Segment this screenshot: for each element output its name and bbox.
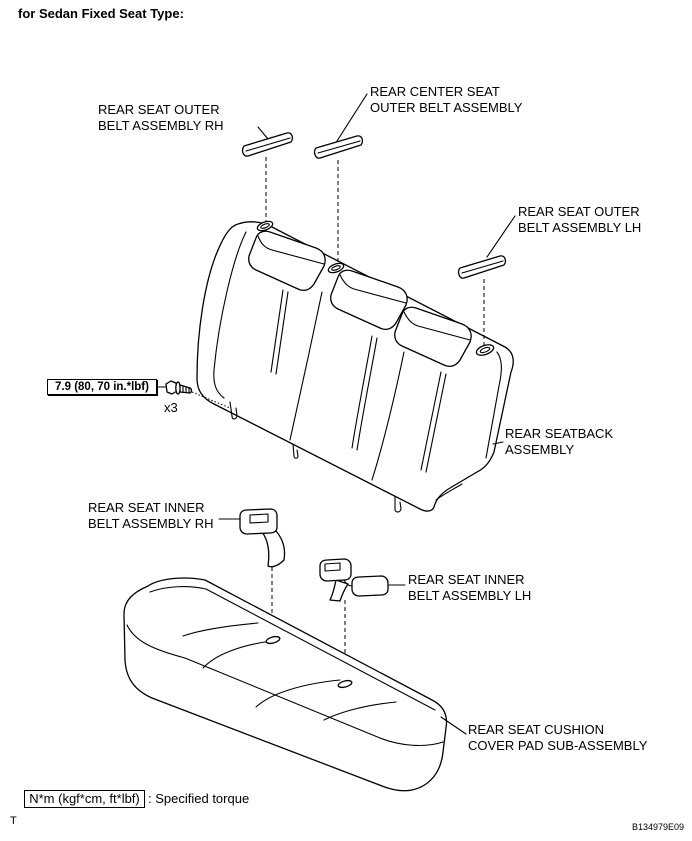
inner-belt-rh-buckle <box>239 508 278 535</box>
label-line: REAR SEAT CUSHION <box>468 722 605 737</box>
corner-mark: T <box>10 815 17 827</box>
headrest-right-top-edge <box>403 311 471 341</box>
bracket-hook <box>292 443 299 459</box>
cushion-back-lip <box>149 586 436 711</box>
seatback-belt-slots <box>256 220 495 356</box>
legend-description: : Specified torque <box>148 791 250 806</box>
figure-id: B134979E09 <box>632 822 685 832</box>
label-rear-seat-inner-belt-rh: REAR SEAT INNER BELT ASSEMBLY RH <box>88 500 213 532</box>
label-rear-seat-cushion-cover-pad: REAR SEAT CUSHION COVER PAD SUB-ASSEMBLY <box>468 722 647 754</box>
label-line: REAR SEATBACK <box>505 426 614 441</box>
bolt-thread <box>182 385 190 394</box>
cushion-pad-divider <box>202 640 273 669</box>
seatback-left-seam <box>275 291 289 375</box>
label-line: REAR SEAT OUTER <box>98 102 220 117</box>
inner-belt-lh-connector <box>343 579 353 587</box>
bracket-hook <box>394 496 402 513</box>
cushion-seam <box>182 622 259 637</box>
inner-belt-rh-buckle-slot <box>249 513 269 524</box>
headrest-left <box>248 230 326 291</box>
belt-strap-center-fold <box>317 140 361 154</box>
cushion-front-edge <box>126 624 444 746</box>
inner-belt-lh-buckle-b <box>351 575 389 597</box>
label-rear-seatback-assembly: REAR SEATBACK ASSEMBLY <box>505 426 613 458</box>
label-line: OUTER BELT ASSEMBLY <box>370 100 523 115</box>
label-line: REAR CENTER SEAT <box>370 84 500 99</box>
leader-seatback <box>492 441 504 445</box>
seatback-center-seam <box>351 335 373 449</box>
leader-outer-belt-rh <box>257 126 269 140</box>
label-rear-center-seat-outer-belt: REAR CENTER SEAT OUTER BELT ASSEMBLY <box>370 84 522 116</box>
seatback-panel-divider <box>289 291 323 441</box>
rear-seat-cushion <box>123 577 448 792</box>
belt-slot-rh-opening <box>260 223 270 229</box>
torque-spec-box: 7.9 (80, 70 in.*lbf) <box>47 379 157 395</box>
headrests <box>248 230 472 367</box>
seatback-left-edge <box>213 231 247 399</box>
headrest-right <box>394 306 472 367</box>
label-rear-seat-inner-belt-lh: REAR SEAT INNER BELT ASSEMBLY LH <box>408 572 531 604</box>
cushion-pad-divider <box>255 679 341 708</box>
label-line: REAR SEAT INNER <box>88 500 205 515</box>
rear-center-seat-outer-belt <box>313 135 364 159</box>
cushion-belt-slot-rh <box>265 635 281 645</box>
headrest-center <box>330 269 408 330</box>
headrest-center-top-edge <box>339 274 407 304</box>
seatback-foot <box>435 483 463 501</box>
rear-seatback-assembly <box>196 221 514 512</box>
seatback-right-seam <box>420 371 442 471</box>
label-rear-seat-outer-belt-rh: REAR SEAT OUTER BELT ASSEMBLY RH <box>98 102 223 134</box>
rear-seat-outer-belt-lh <box>457 255 507 279</box>
belt-slot-lh-opening <box>479 346 491 354</box>
belt-strap-rh-fold <box>245 137 291 152</box>
label-line: BELT ASSEMBLY RH <box>88 516 214 531</box>
page-title: for Sedan Fixed Seat Type: <box>18 6 184 21</box>
label-line: COVER PAD SUB-ASSEMBLY <box>468 738 648 753</box>
legend-torque-unit-box: N*m (kgf*cm, ft*lbf) <box>24 790 145 808</box>
label-line: BELT ASSEMBLY LH <box>408 588 532 603</box>
cushion-outline <box>123 577 448 792</box>
rear-seat-outer-belt-rh <box>241 132 294 157</box>
inner-belt-lh-buckle-slot <box>324 562 341 572</box>
inner-belt-rh-strap <box>261 530 286 568</box>
label-line: BELT ASSEMBLY LH <box>518 220 642 235</box>
seatback-center-seam <box>356 337 378 451</box>
leader-outer-belt-lh <box>486 215 516 258</box>
leader-center-belt <box>336 93 368 142</box>
inner-belt-lh-bracket <box>329 579 349 602</box>
seatback-brackets <box>229 401 402 513</box>
seatback-left-seam <box>270 289 284 373</box>
seatback-right-seam <box>425 373 447 473</box>
label-rear-seat-outer-belt-lh: REAR SEAT OUTER BELT ASSEMBLY LH <box>518 204 641 236</box>
seatback-outline <box>196 221 514 512</box>
label-line: ASSEMBLY <box>505 442 575 457</box>
bolt-quantity: x3 <box>164 400 178 415</box>
seatback-right-side-edge <box>485 351 502 459</box>
bracket-hook <box>229 401 238 420</box>
seatback-panel-divider <box>371 351 405 481</box>
label-line: BELT ASSEMBLY RH <box>98 118 224 133</box>
rear-seat-inner-belt-rh <box>239 508 286 568</box>
label-line: REAR SEAT OUTER <box>518 204 640 219</box>
leader-lines <box>218 93 516 735</box>
belt-strap-lh-fold <box>461 260 504 274</box>
bolt <box>165 380 193 395</box>
rear-seat-inner-belt-lh <box>319 558 389 602</box>
belt-slot-center-opening <box>331 265 341 271</box>
cushion-belt-slot-lh <box>337 679 353 689</box>
label-line: REAR SEAT INNER <box>408 572 525 587</box>
leader-cushion <box>440 716 467 735</box>
cushion-seam <box>323 701 397 721</box>
headrest-left-top-edge <box>257 235 325 265</box>
